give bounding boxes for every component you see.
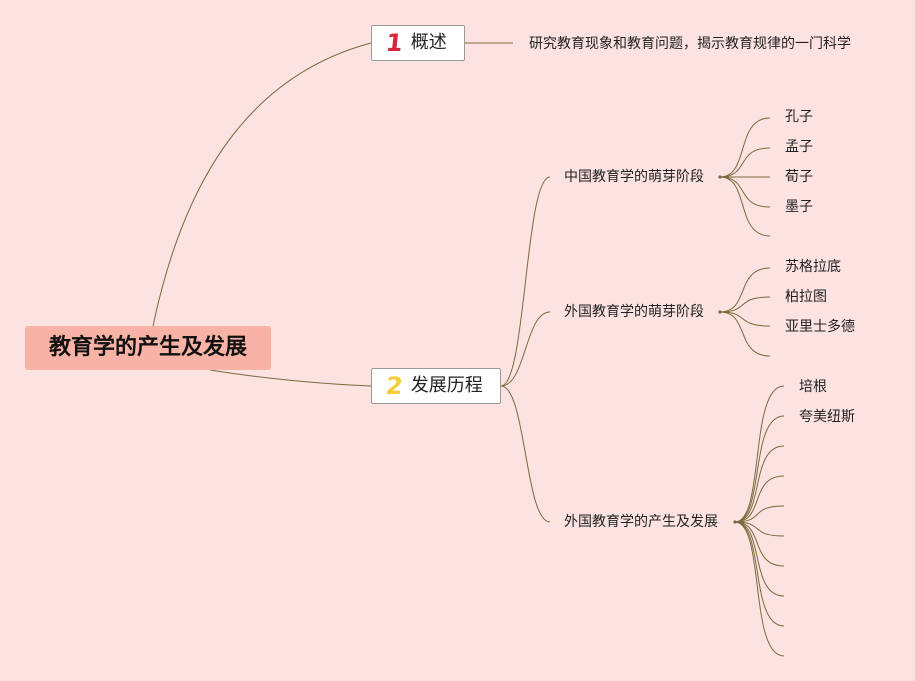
- connector-leaf: [734, 521, 785, 657]
- leaf-label: 培根: [799, 379, 827, 395]
- branch-overview[interactable]: 1 概述: [371, 25, 465, 61]
- connector-leaf: [719, 176, 771, 208]
- root-topic-label: 教育学的产生及发展: [48, 335, 247, 360]
- leaf-label: 墨子: [785, 199, 813, 215]
- connector-root-history: [209, 369, 372, 387]
- subtopic-label: 外国教育学的产生及发展: [564, 514, 718, 530]
- connector-leaf: [734, 521, 785, 567]
- subtopic-china-sprout[interactable]: 中国教育学的萌芽阶段: [564, 168, 704, 186]
- leaf-label: 孔子: [785, 109, 813, 125]
- subtopic-foreign-emergence[interactable]: 外国教育学的产生及发展: [564, 513, 718, 531]
- connector-subtopic: [500, 385, 551, 523]
- connector-leaf: [719, 311, 771, 327]
- leaf-item[interactable]: 墨子: [785, 198, 813, 216]
- leaf-label: 夸美纽斯: [799, 409, 855, 425]
- connector-junction: [718, 310, 722, 314]
- number-2-icon: 2: [384, 372, 405, 400]
- overview-note-text: 研究教育现象和教育问题，揭示教育规律的一门科学: [529, 36, 851, 52]
- connector-leaf: [719, 176, 771, 237]
- connector-leaf: [719, 117, 771, 178]
- leaf-item[interactable]: 夸美纽斯: [799, 408, 855, 426]
- leaf-item[interactable]: 柏拉图: [785, 288, 827, 306]
- connector-leaf: [734, 385, 785, 523]
- leaf-label: 孟子: [785, 139, 813, 155]
- leaf-item[interactable]: 荀子: [785, 168, 813, 186]
- connector-leaf: [734, 521, 785, 627]
- branch-overview-label: 概述: [410, 32, 447, 53]
- subtopic-label: 中国教育学的萌芽阶段: [564, 169, 704, 185]
- connector-subtopic: [500, 311, 551, 387]
- connector-root-overview: [152, 42, 372, 327]
- connector-junction: [718, 175, 722, 179]
- connector-junction: [733, 520, 737, 524]
- leaf-label: 苏格拉底: [785, 259, 841, 275]
- connector-leaf: [734, 505, 785, 523]
- connector-leaf: [719, 296, 771, 313]
- subtopic-foreign-sprout[interactable]: 外国教育学的萌芽阶段: [564, 303, 704, 321]
- leaf-label: 亚里士多德: [785, 319, 855, 335]
- connector-leaf: [734, 475, 785, 523]
- leaf-item[interactable]: 孟子: [785, 138, 813, 156]
- branch-history-label: 发展历程: [410, 375, 483, 396]
- subtopic-label: 外国教育学的萌芽阶段: [564, 304, 704, 320]
- leaf-item[interactable]: 亚里士多德: [785, 318, 855, 336]
- root-topic[interactable]: 教育学的产生及发展: [25, 326, 271, 370]
- leaf-item[interactable]: 孔子: [785, 108, 813, 126]
- connector-leaf: [734, 415, 785, 523]
- overview-note[interactable]: 研究教育现象和教育问题，揭示教育规律的一门科学: [529, 35, 851, 53]
- number-1-icon: 1: [384, 29, 405, 57]
- branch-history[interactable]: 2 发展历程: [371, 368, 501, 404]
- connector-leaf: [719, 267, 771, 313]
- leaf-label: 柏拉图: [785, 289, 827, 305]
- leaf-item[interactable]: 苏格拉底: [785, 258, 841, 276]
- leaf-label: 荀子: [785, 169, 813, 185]
- connector-subtopic: [500, 176, 551, 387]
- connector-leaf: [734, 521, 785, 537]
- leaf-item[interactable]: 培根: [799, 378, 827, 396]
- connector-leaf: [719, 147, 771, 178]
- connector-leaf: [734, 445, 785, 523]
- connector-leaf: [734, 521, 785, 597]
- connector-leaf: [719, 311, 771, 357]
